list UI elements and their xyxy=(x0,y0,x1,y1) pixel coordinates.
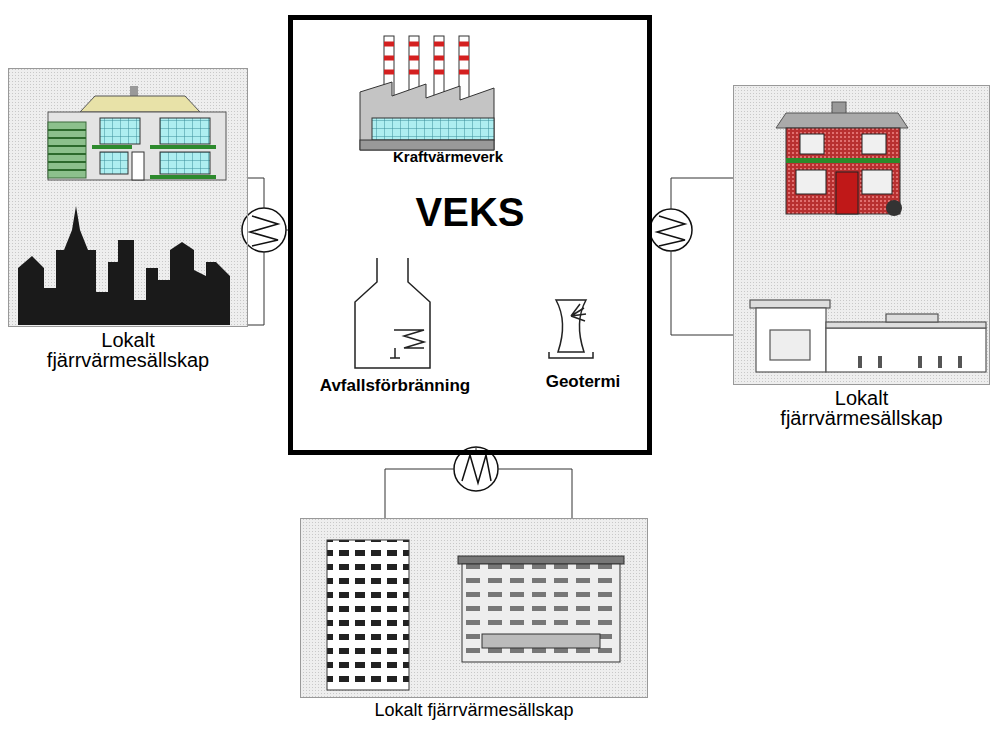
local-company-panel: Lokalt fjärrvärmesällskap xyxy=(8,68,248,327)
panel-ground xyxy=(300,518,648,698)
house-icon xyxy=(776,102,908,216)
plant-label: Kraftvärmeverk xyxy=(393,148,503,165)
heat-exchanger-symbol xyxy=(242,208,692,491)
city-skyline xyxy=(18,206,230,325)
shop-building-icon xyxy=(750,300,986,372)
panel-caption: Lokalt fjärrvärmesällskap xyxy=(28,330,228,370)
system-title: VEKS xyxy=(416,190,525,235)
office-building-icon xyxy=(458,556,624,662)
incinerator-icon xyxy=(355,258,430,368)
geothermal-icon xyxy=(549,300,593,358)
pipe-connector xyxy=(385,447,572,518)
chp-plant-icon xyxy=(360,36,494,150)
local-company-panel: Lokalt fjärrvärmesällskap xyxy=(733,85,990,385)
pipe-connector xyxy=(650,178,733,335)
pipe-connector xyxy=(248,178,288,325)
local-company-panel: Lokalt fjärrvärmesällskap xyxy=(300,518,648,698)
plant-label: Avfallsförbränning xyxy=(320,376,471,396)
veks-box: KraftvärmeverkVEKS Avfallsförbränning Geot… xyxy=(288,15,652,455)
plant-label: Geotermi xyxy=(546,372,621,392)
panel-caption: Lokalt fjärrvärmesällskap xyxy=(374,701,574,719)
panel-ground xyxy=(8,68,248,327)
panel-ground xyxy=(733,85,990,385)
tower-block-icon xyxy=(327,540,409,690)
panel-caption: Lokalt fjärrvärmesällskap xyxy=(762,388,962,428)
house-icon xyxy=(48,86,226,180)
